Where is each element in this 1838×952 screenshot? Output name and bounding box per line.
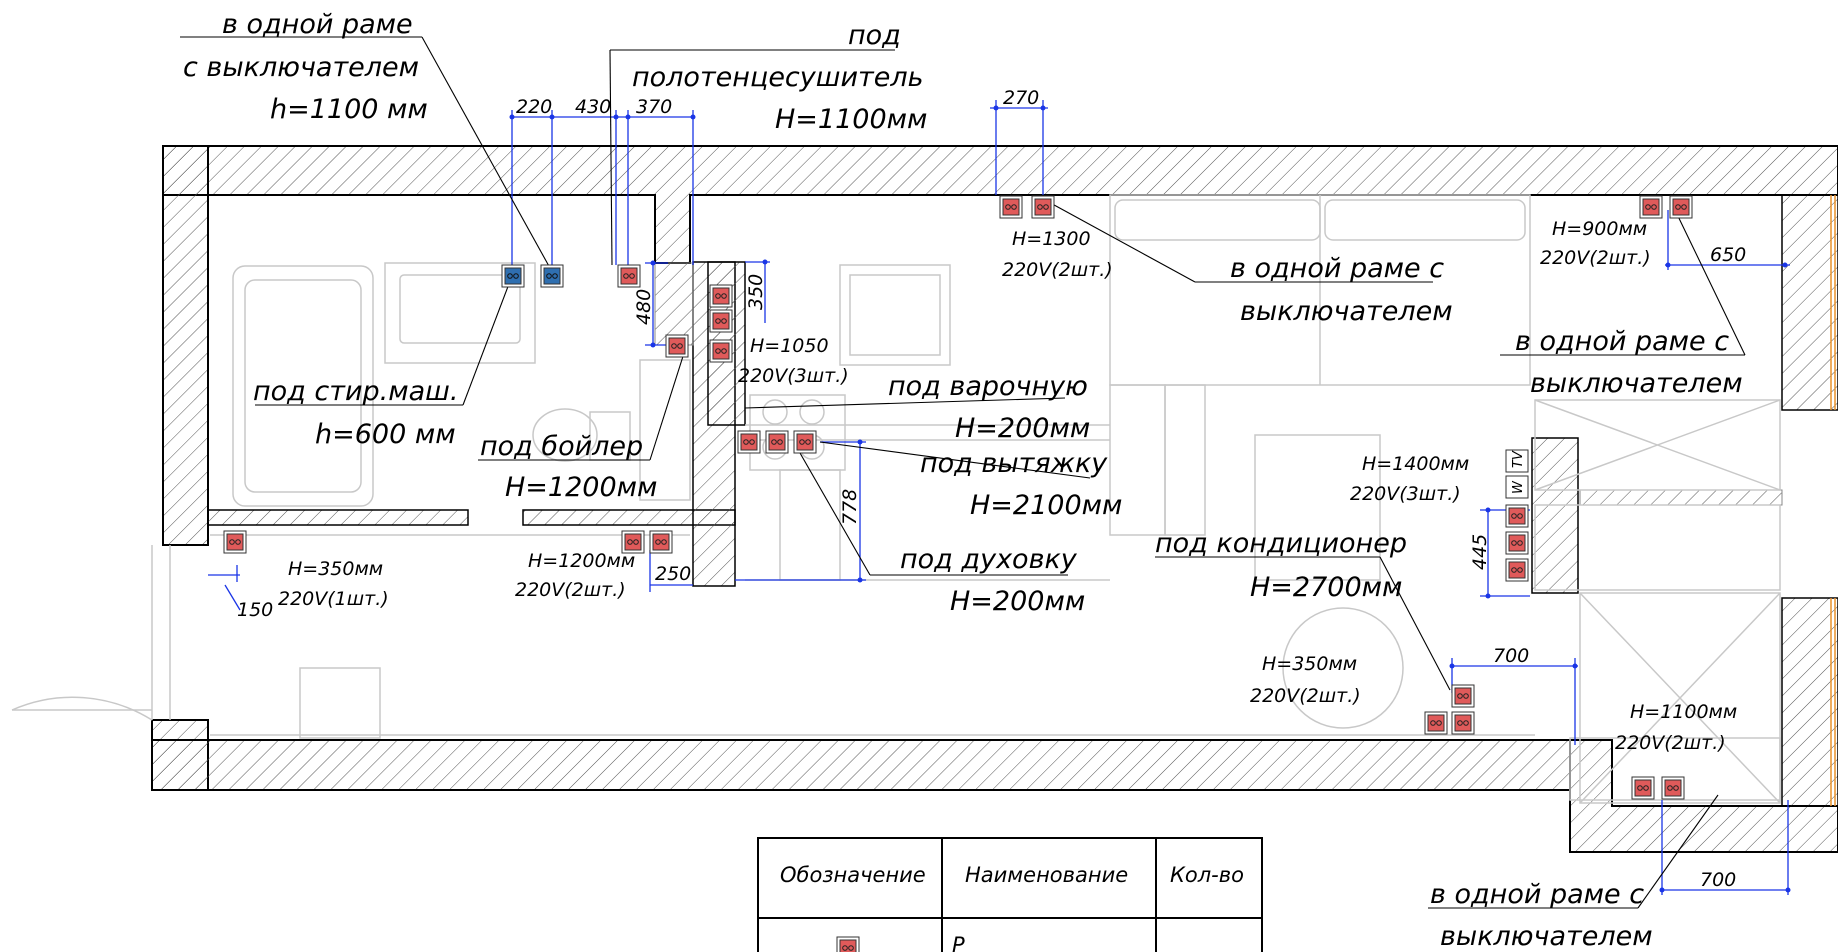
walls (151, 145, 1838, 853)
socket-1400-volt: 220V(3шт.) (1350, 483, 1461, 505)
ac-label: под кондиционер (1155, 528, 1407, 559)
oven-height: H=200мм (950, 586, 1085, 617)
socket-1300-volt: 220V(2шт.) (1002, 259, 1113, 281)
socket-1200-2 (649, 530, 673, 554)
frame-d-line1: в одной раме с (1430, 879, 1644, 910)
socket-1100-height: H=1100мм (1630, 701, 1737, 723)
frame-b-line2: выключателем (1240, 296, 1453, 327)
dim-778: 778 (839, 489, 861, 525)
socket-towel (617, 264, 641, 288)
leader-lines (180, 36, 1746, 909)
dim-430: 430 (575, 96, 611, 118)
dim-445: 445 (1469, 534, 1491, 570)
dim-350: 350 (745, 274, 767, 310)
sockets: TV W (223, 195, 1693, 800)
boiler-height: H=1200мм (505, 472, 657, 503)
socket-900-volt: 220V(2шт.) (1540, 247, 1651, 269)
socket-350a-volt: 220V(1шт.) (278, 588, 389, 610)
socket-hob-3 (793, 430, 817, 454)
towel-line2: полотенцесушитель (632, 62, 924, 93)
legend-socket-symbol (836, 936, 860, 952)
washer-label: под стир.маш. (253, 376, 458, 407)
legend-row1-name: Р (952, 933, 965, 952)
frame-c-line1: в одной раме с (1515, 326, 1729, 357)
dim-270: 270 (1003, 87, 1039, 109)
socket-900-2 (1669, 195, 1693, 219)
socket-1300-height: H=1300 (1012, 228, 1091, 250)
boiler-label: под бойлер (480, 431, 643, 462)
hood-height: H=2100мм (970, 490, 1122, 521)
annotations: в одной раме с выключателем h=1100 мм по… (183, 9, 1743, 952)
towel-line1: под (848, 20, 901, 51)
ac-height: H=2700мм (1250, 572, 1402, 603)
socket-hob-1 (737, 430, 761, 454)
socket-kitchen-1 (709, 284, 733, 308)
dimension-texts: 220 430 370 270 650 700 150 250 700 350 … (237, 87, 1746, 891)
socket-900-1 (1639, 195, 1663, 219)
legend-col-qty: Кол-во (1170, 863, 1244, 887)
dim-700-corridor: 700 (1493, 645, 1529, 667)
socket-1200-volt: 220V(2шт.) (515, 579, 626, 601)
legend-col-name: Наименование (965, 863, 1128, 887)
frame-c-line2: выключателем (1530, 368, 1743, 399)
wifi-label: W (1511, 480, 1526, 494)
socket-1100-1 (1631, 776, 1655, 800)
socket-1300-1 (999, 195, 1023, 219)
hood-label: под вытяжку (920, 448, 1108, 479)
socket-boiler (665, 334, 689, 358)
socket-350b-height: H=350мм (1262, 653, 1357, 675)
socket-1400-height: H=1400мм (1362, 453, 1469, 475)
switch-frame-line2: с выключателем (183, 52, 419, 83)
dimension-arrows (509, 105, 1791, 893)
dim-480: 480 (633, 289, 655, 325)
socket-350a-height: H=350мм (288, 558, 383, 580)
dim-650: 650 (1710, 244, 1746, 266)
socket-corridor-1 (1424, 711, 1448, 735)
oven-label: под духовку (900, 544, 1078, 575)
socket-1400-1 (1505, 504, 1529, 528)
switch-frame-height: h=1100 мм (270, 94, 428, 125)
dim-150: 150 (237, 599, 273, 621)
wifi-outlet (1505, 475, 1529, 499)
washer-height: h=600 мм (315, 419, 456, 450)
socket-water-2 (540, 264, 564, 288)
tv-label: TV (1511, 450, 1526, 468)
socket-water-1 (501, 264, 525, 288)
socket-350 (223, 530, 247, 554)
dim-370: 370 (636, 96, 672, 118)
socket-hob-2 (765, 430, 789, 454)
frame-b-line1: в одной раме с (1230, 253, 1444, 284)
switch-frame-line1: в одной раме (222, 9, 413, 40)
legend-col-designation: Обозначение (780, 863, 926, 887)
socket-kitchen-2 (709, 309, 733, 333)
dim-250: 250 (655, 563, 691, 585)
hob-height: H=200мм (955, 413, 1090, 444)
socket-900-height: H=900мм (1552, 218, 1647, 240)
legend-table: Обозначение Наименование Кол-во Р (757, 837, 1263, 952)
window-right (1830, 195, 1836, 806)
socket-1050-height: H=1050 (750, 335, 829, 357)
dim-220: 220 (516, 96, 552, 118)
socket-1050-volt: 220V(3шт.) (738, 365, 849, 387)
socket-1100-volt: 220V(2шт.) (1615, 732, 1726, 754)
socket-1300-2 (1031, 195, 1055, 219)
frame-d-line2: выключателем (1440, 921, 1653, 952)
socket-1400-3 (1505, 558, 1529, 582)
hob-label: под варочную (888, 371, 1088, 402)
tv-outlet (1505, 449, 1529, 473)
dimension-lines (208, 100, 1790, 895)
socket-1100-2 (1661, 776, 1685, 800)
socket-kitchen-3 (709, 339, 733, 363)
towel-height: H=1100мм (775, 104, 927, 135)
dim-700-bottom: 700 (1700, 869, 1736, 891)
socket-1400-2 (1505, 531, 1529, 555)
socket-corridor-top (1451, 684, 1475, 708)
furniture (11, 194, 1781, 804)
socket-1200-height: H=1200мм (528, 550, 635, 572)
socket-350b-volt: 220V(2шт.) (1250, 685, 1361, 707)
socket-corridor-2 (1451, 711, 1475, 735)
